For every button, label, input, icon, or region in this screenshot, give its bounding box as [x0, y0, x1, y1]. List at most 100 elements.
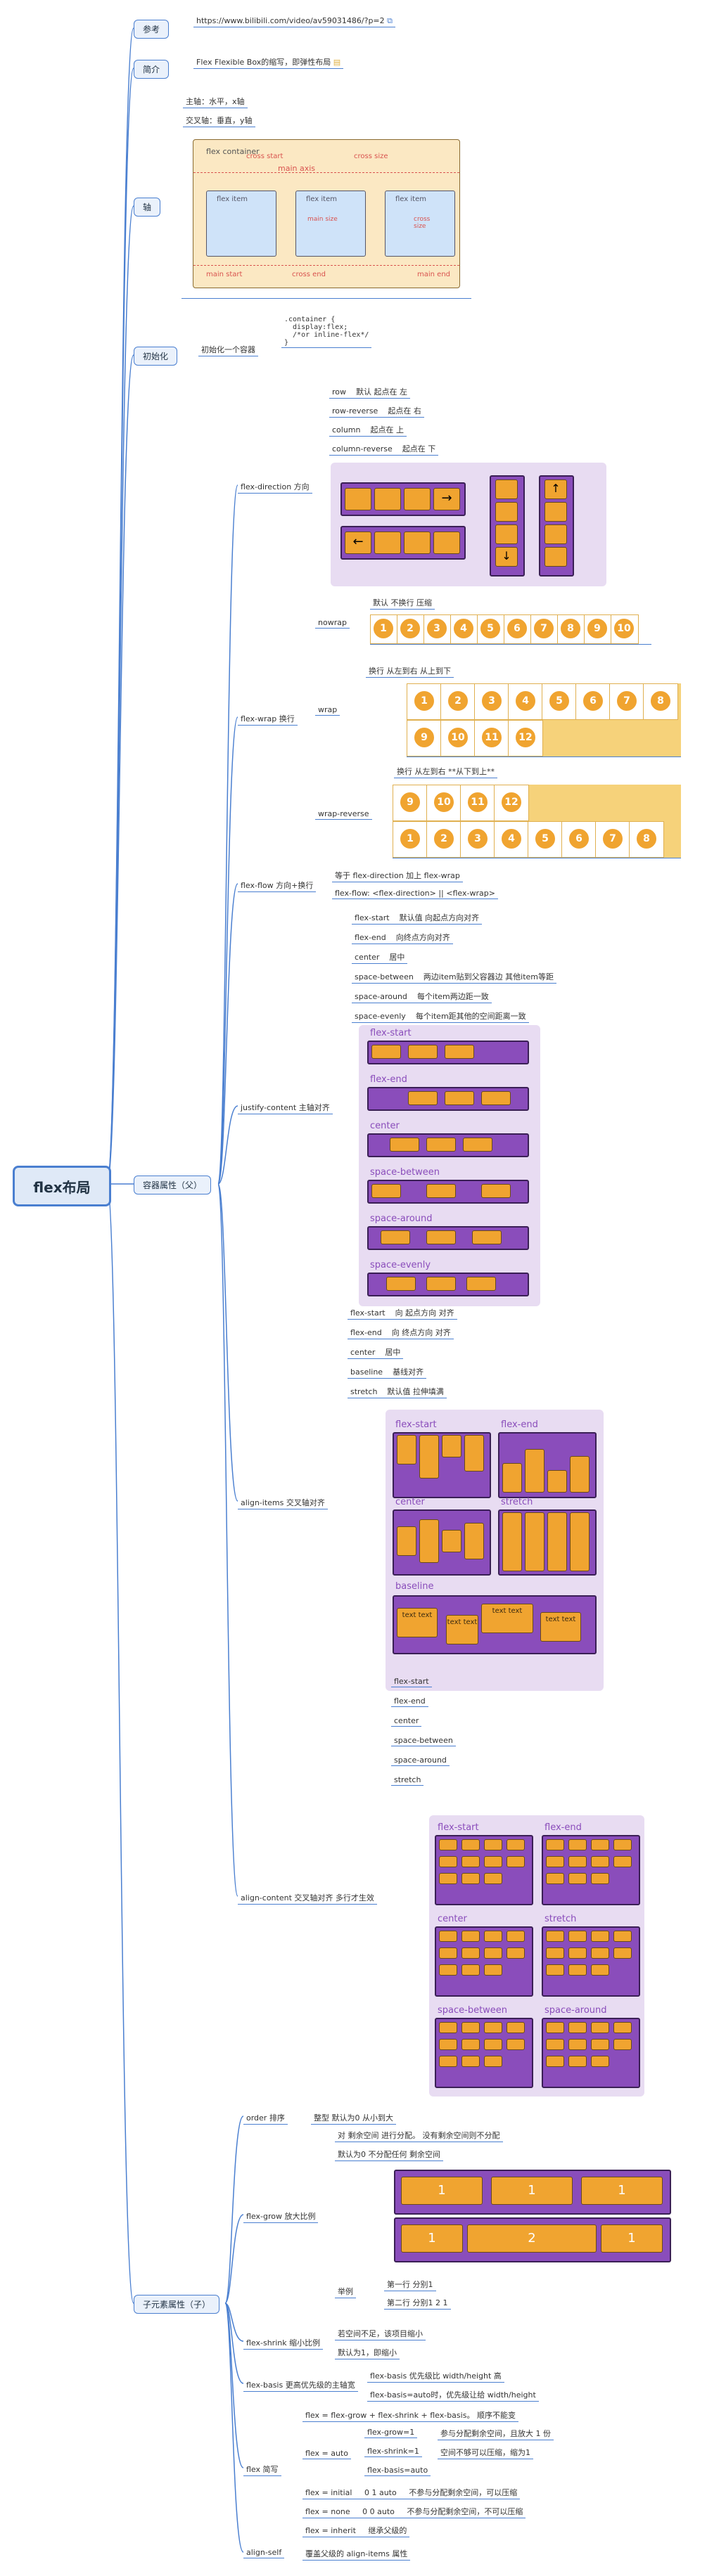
- flex-basis-node[interactable]: flex-basis 更高优先级的主轴宽: [243, 2378, 358, 2392]
- justify-fig-item: [426, 1184, 456, 1198]
- fd-row-reverse: row-reverse 起点在 右: [329, 404, 424, 418]
- align-items-fig-item: [547, 1470, 567, 1493]
- container-props-node[interactable]: 容器属性（父）: [134, 1176, 212, 1194]
- align-self-node[interactable]: align-self: [243, 2547, 285, 2558]
- wrap-item: 9: [414, 727, 435, 748]
- justify-content-node[interactable]: justify-content 主轴对齐: [238, 1101, 333, 1114]
- wrap-note: 换行 从左到右 从上到下: [366, 664, 454, 678]
- justify-fig-item: [371, 1045, 401, 1059]
- order-value: 整型 默认为0 从小到大: [311, 2111, 396, 2125]
- cross-start-top: cross start: [246, 153, 284, 160]
- justify-space-between: space-between 两边item贴到父容器边 其他item等距: [352, 970, 556, 984]
- align-items-fig-item: [419, 1435, 439, 1479]
- root-node[interactable]: flex布局: [13, 1166, 111, 1206]
- fd-column: column 起点在 上: [329, 423, 407, 437]
- flex-flow-node[interactable]: flex-flow 方向+换行: [238, 879, 317, 892]
- grow-row-2-item: 1: [601, 2224, 663, 2253]
- wrap-reverse-note: 换行 从左到右 **从下到上**: [394, 765, 497, 778]
- init-label: 初始化一个容器: [198, 343, 258, 356]
- flex-flow-b: flex-flow: <flex-direction> || <flex-wra…: [332, 888, 498, 899]
- grow-row-1-item: 1: [581, 2177, 663, 2205]
- flex-item-2: flex item: [306, 195, 337, 203]
- align-content-fig-item: [613, 1931, 632, 1942]
- intro-node[interactable]: 简介: [134, 60, 170, 79]
- wrap-reverse-item: 2: [433, 828, 454, 849]
- justify-fig-item: [445, 1091, 474, 1105]
- align-content-fig-item: [484, 1873, 502, 1884]
- fd-column-reverse: column-reverse 起点在 下: [329, 442, 439, 456]
- align-content-fig-item: [461, 1964, 480, 1976]
- wrap-reverse-item: 3: [467, 828, 488, 849]
- flex-item-1: flex item: [217, 195, 248, 203]
- flex-container-title: flex container: [206, 147, 260, 156]
- align-content-space-around: space-around: [391, 1755, 450, 1766]
- align-items-fig-item: [442, 1435, 461, 1457]
- align-content-fig-item: [613, 1947, 632, 1959]
- wrap-reverse-item: 9: [400, 792, 421, 813]
- align-items-fig-item: [570, 1456, 590, 1493]
- align-content-flex-start: flex-start: [391, 1676, 432, 1687]
- flex-initial: flex = initial 0 1 auto 不参与分配剩余空间，可以压缩: [302, 2486, 521, 2499]
- axis-cross: 交叉轴：垂直，y轴: [183, 114, 255, 127]
- align-content-fig-label: center: [438, 1914, 467, 1924]
- align-content-flex-end: flex-end: [391, 1696, 428, 1707]
- nowrap-item: 9: [587, 618, 608, 639]
- align-content-fig-item: [613, 2022, 632, 2033]
- align-content-fig-label: flex-start: [438, 1822, 479, 1833]
- align-content-fig-label: space-around: [544, 2005, 607, 2016]
- align-content-fig-label: flex-end: [544, 1822, 582, 1833]
- align-content-fig-label: stretch: [544, 1914, 577, 1924]
- align-content-fig-item: [484, 2039, 502, 2050]
- grow-row-1-item: 1: [401, 2177, 483, 2205]
- init-node[interactable]: 初始化: [134, 347, 178, 366]
- wrap-reverse-cell: [426, 821, 461, 858]
- ref-node[interactable]: 参考: [134, 20, 170, 39]
- wrap-item: 8: [650, 690, 671, 711]
- wrap-reverse-item: 10: [433, 792, 454, 813]
- align-self-value: 覆盖父级的 align-items 属性: [302, 2547, 411, 2561]
- ref-url[interactable]: https://www.bilibili.com/video/av5903148…: [193, 15, 395, 27]
- wrap-reverse-node[interactable]: wrap-reverse: [315, 809, 372, 820]
- arrow-right-icon: →: [433, 488, 460, 510]
- justify-fig-label: space-around: [370, 1213, 433, 1224]
- cross-size-label: cross size: [414, 216, 431, 230]
- flex-flow-a: 等于 flex-direction 加上 flex-wrap: [332, 869, 463, 882]
- flex-shrink-node[interactable]: flex-shrink 缩小比例: [243, 2336, 324, 2350]
- basis-a: flex-basis 优先级比 width/height 高: [367, 2369, 504, 2383]
- align-content-fig-item: [484, 1964, 502, 1976]
- nowrap-item: 5: [480, 618, 501, 639]
- justify-fig-item: [426, 1277, 456, 1291]
- align-content-fig-item: [507, 1931, 525, 1942]
- flex-direction-node[interactable]: flex-direction 方向: [238, 480, 312, 494]
- grow-c2: 第二行 分别1 2 1: [384, 2296, 451, 2310]
- align-items-node[interactable]: align-items 交叉轴对齐: [238, 1496, 328, 1509]
- axis-node[interactable]: 轴: [134, 198, 161, 217]
- align-content-fig-item: [591, 1931, 609, 1942]
- align-items-baseline: baseline 基线对齐: [348, 1365, 427, 1379]
- wrap-item: 10: [447, 727, 469, 748]
- flex-wrap-node[interactable]: flex-wrap 换行: [238, 712, 298, 726]
- align-content-space-between: space-between: [391, 1735, 456, 1746]
- arrow-up-icon: ↑: [544, 479, 567, 499]
- align-items-text-box: text text: [397, 1608, 438, 1637]
- flex-grow-node[interactable]: flex-grow 放大比例: [243, 2210, 319, 2223]
- nowrap-node[interactable]: nowrap: [315, 617, 350, 629]
- align-content-node[interactable]: align-content 交叉轴对齐 多行才生效: [238, 1891, 377, 1905]
- align-items-fig-label: stretch: [501, 1497, 533, 1507]
- wrap-reverse-item: 12: [501, 792, 522, 813]
- order-node[interactable]: order 排序: [243, 2111, 288, 2125]
- align-content-fig-item: [546, 2056, 564, 2067]
- align-items-fig-item: [525, 1512, 544, 1571]
- align-content-fig-item: [439, 2039, 457, 2050]
- flex-item-3: flex item: [395, 195, 426, 203]
- wrap-node[interactable]: wrap: [315, 704, 340, 716]
- justify-fig-item: [463, 1138, 492, 1152]
- align-content-fig-item: [613, 2039, 632, 2050]
- flex-shorthand-node[interactable]: flex 简写: [243, 2463, 281, 2476]
- child-props-node[interactable]: 子元素属性（子）: [134, 2295, 220, 2314]
- align-items-text-box: text text: [446, 1615, 478, 1644]
- align-content-fig-item: [439, 2056, 457, 2067]
- align-items-fig-item: [464, 1435, 484, 1471]
- align-content-fig-item: [568, 2022, 587, 2033]
